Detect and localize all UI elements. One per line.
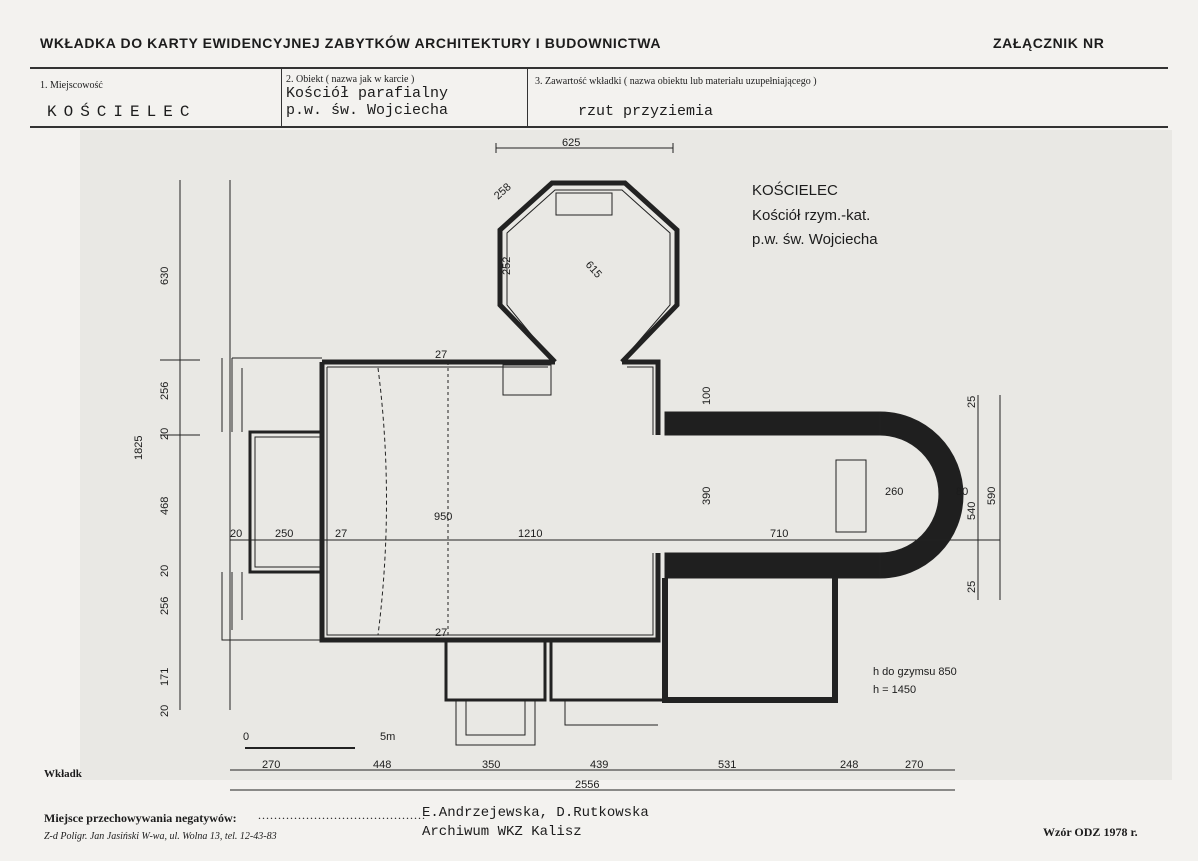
- field-divider-2: [527, 68, 528, 126]
- dim-20a: 20: [159, 428, 171, 440]
- chancel-wall-top: [664, 411, 881, 436]
- dim-bot-448: 448: [373, 759, 391, 771]
- dim-27-bottom: 27: [435, 627, 447, 639]
- scale-five: 5m: [380, 731, 395, 743]
- object-value-line1: Kościół parafialny: [286, 85, 449, 102]
- dim-bot-270a: 270: [262, 759, 280, 771]
- insert-label: Wkładk: [44, 768, 82, 780]
- scale-zero: 0: [243, 731, 249, 743]
- nave-arc: [377, 367, 387, 636]
- dim-540: 540: [966, 502, 978, 520]
- dim-left-outer: [160, 180, 200, 710]
- height-note-1: h do gzymsu 850: [873, 666, 957, 678]
- archive: Archiwum WKZ Kalisz: [422, 824, 582, 840]
- dim-bot-270b: 270: [905, 759, 923, 771]
- plan-title: KOŚCIELEC: [752, 181, 838, 199]
- west-steps-bottom: [221, 572, 322, 641]
- dim-25a: 25: [966, 396, 978, 408]
- chancel-wall-bottom: [664, 552, 881, 579]
- dim-25b: 25: [966, 581, 978, 593]
- dim-390: 390: [701, 487, 713, 505]
- dim-256a: 256: [159, 382, 171, 400]
- dim-625: 625: [562, 137, 580, 149]
- negatives-label: Miejsce przechowywania negatywów:: [44, 811, 237, 825]
- dim-right: [977, 395, 1001, 600]
- tower-wall: [497, 180, 680, 364]
- dim-260: 260: [885, 486, 903, 498]
- south-steps: [455, 700, 536, 746]
- dim-bottom: [230, 769, 955, 791]
- plan-subtitle-1: Kościół rzym.-kat.: [752, 207, 870, 224]
- form-title: WKŁADKA DO KARTY EWIDENCYJNEJ ZABYTKÓW A…: [40, 35, 662, 51]
- dim-171: 171: [159, 668, 171, 686]
- dim-630: 630: [159, 267, 171, 285]
- plan-photo-area: [80, 130, 1172, 780]
- authors: E.Andrzejewska, D.Rutkowska: [422, 805, 649, 821]
- dim-27-top: 27: [435, 349, 447, 361]
- west-steps-top: [221, 357, 322, 432]
- dim-row-250: 250: [275, 528, 293, 540]
- dim-1825: 1825: [133, 436, 145, 460]
- dim-20c: 20: [159, 705, 171, 717]
- object-value-line2: p.w. św. Wojciecha: [286, 102, 449, 119]
- dim-590: 590: [986, 487, 998, 505]
- dim-bot-350: 350: [482, 759, 500, 771]
- place-label: 1. Miejscowość: [40, 80, 103, 91]
- dim-row-20: 20: [230, 528, 242, 540]
- nave-wall-inner: [326, 366, 654, 636]
- dim-bot-439: 439: [590, 759, 608, 771]
- dim-row-1210: 1210: [518, 528, 542, 540]
- dim-710: 710: [770, 528, 788, 540]
- chancel-altar: [835, 459, 867, 533]
- dim-bot-248: 248: [840, 759, 858, 771]
- dim-100: 100: [701, 387, 713, 405]
- sacristy-wall: [662, 578, 838, 703]
- tower-altar: [555, 192, 613, 216]
- header-top-rule: [30, 67, 1168, 69]
- negatives-dots: ........................................…: [258, 808, 426, 822]
- dim-20b: 20: [159, 565, 171, 577]
- place-value: KOŚCIELEC: [47, 103, 197, 121]
- object-label: 2. Obiekt ( nazwa jak w karcie ): [286, 74, 415, 85]
- annex-label: ZAŁĄCZNIK NR: [993, 35, 1105, 51]
- south-steps-2: [564, 700, 658, 726]
- dim-615: 615: [583, 259, 604, 281]
- apse-wall: [879, 411, 964, 579]
- dim-252: 252: [501, 257, 513, 275]
- west-porch: [248, 430, 322, 574]
- content-label: 3. Zawartość wkładki ( nazwa obiektu lub…: [535, 76, 817, 87]
- height-note-2: h = 1450: [873, 684, 916, 696]
- dim-bot-531: 531: [718, 759, 736, 771]
- header-bottom-rule: [30, 126, 1168, 128]
- nave-wall: [319, 359, 661, 643]
- content-value: rzut przyziemia: [578, 103, 714, 120]
- dim-bot-2556: 2556: [575, 779, 599, 791]
- printer-line: Z-d Poligr. Jan Jasiński W-wa, ul. Wolna…: [44, 831, 277, 842]
- form-number: Wzór ODZ 1978 r.: [1043, 825, 1138, 839]
- dim-80: 80: [956, 486, 968, 498]
- object-value: Kościół parafialny p.w. św. Wojciecha: [286, 85, 448, 119]
- dim-468: 468: [159, 497, 171, 515]
- tower-stair: [502, 364, 552, 396]
- dim-row-27: 27: [335, 528, 347, 540]
- plan-subtitle-2: p.w. św. Wojciecha: [752, 231, 878, 248]
- dim-950: 950: [434, 511, 452, 523]
- authors-block: E.Andrzejewska, D.Rutkowska Archiwum WKZ…: [422, 804, 649, 842]
- dim-256b: 256: [159, 597, 171, 615]
- dim-258: 258: [492, 181, 514, 202]
- dim-top: [495, 143, 674, 153]
- west-porch-inner: [254, 436, 322, 568]
- south-porch-1: [444, 640, 547, 702]
- tower-inner: [506, 189, 671, 356]
- south-porch-2: [549, 640, 667, 702]
- field-divider-1: [281, 68, 282, 126]
